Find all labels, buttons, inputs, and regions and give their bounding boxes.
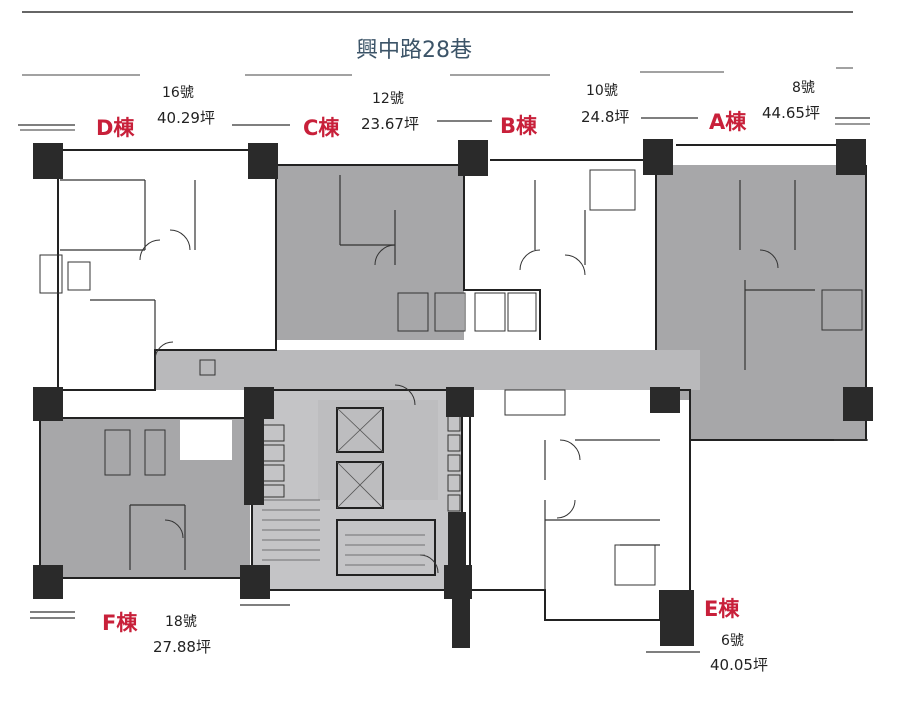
unit-number-c: 12號 [372,91,404,107]
unit-area-f: 27.88坪 [153,638,211,656]
building-label-b: B棟 [500,114,538,138]
unit-number-a: 8號 [792,80,815,96]
unit-number-e: 6號 [721,633,744,649]
building-label-d: D棟 [96,116,135,140]
building-label-f: F棟 [102,611,138,635]
unit-number-d: 16號 [162,85,194,101]
unit-area-e: 40.05坪 [710,656,768,674]
building-label-c: C棟 [303,116,340,140]
building-label-e: E棟 [704,597,740,621]
unit-area-d: 40.29坪 [157,109,215,127]
building-label-a: A棟 [709,110,747,134]
unit-area-a: 44.65坪 [762,104,820,122]
unit-area-c: 23.67坪 [361,115,419,133]
unit-area-b: 24.8坪 [581,108,630,126]
structural-columns [33,139,873,648]
street-name: 興中路28巷 [356,38,472,63]
unit-number-f: 18號 [165,614,197,630]
unit-number-b: 10號 [586,83,618,99]
